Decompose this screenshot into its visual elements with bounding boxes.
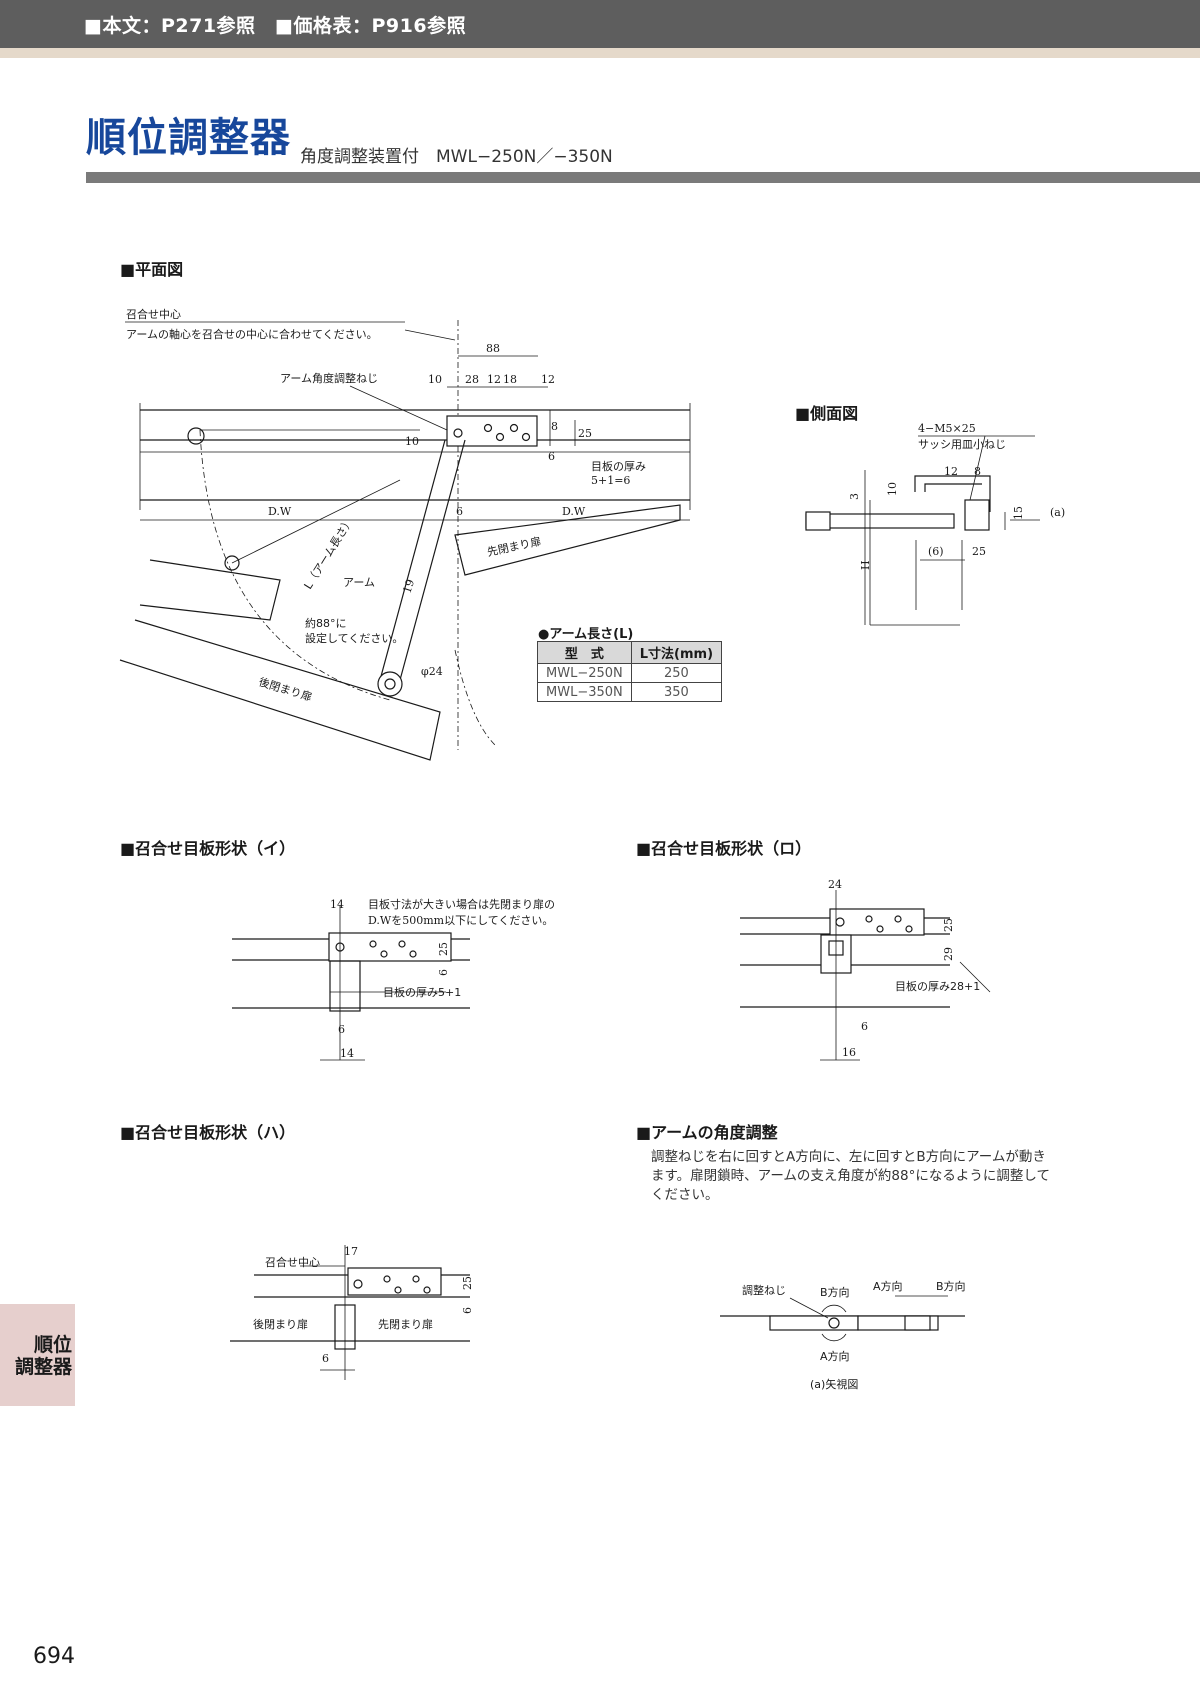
plate-i-dim-14b: 14 xyxy=(340,1047,354,1060)
plate-i-thickness: 目板の厚み5+1 xyxy=(383,985,461,999)
angle-label-caption: (a)矢視図 xyxy=(810,1377,858,1391)
plate-i-drawing: 14 目板寸法が大きい場合は先閉まり扉の D.Wを500mm以下にしてください。… xyxy=(232,897,555,1061)
plan-label-center-note: アームの軸心を召合せの中心に合わせてください。 xyxy=(126,327,378,341)
plate-i-dim-25: 25 xyxy=(437,942,450,956)
plate-i-note1: 目板寸法が大きい場合は先閉まり扉の xyxy=(368,897,555,911)
plan-dim-88: 88 xyxy=(486,342,500,355)
plan-dim-6: 6 xyxy=(548,450,555,463)
side-index-tab-label: 順位 調整器 xyxy=(4,1334,72,1378)
heading-plate-ha: ■召合せ目板形状（ハ） xyxy=(120,1123,296,1142)
plate-ro-dim-16: 16 xyxy=(842,1046,856,1059)
plate-i-note2: D.Wを500mm以下にしてください。 xyxy=(368,914,553,927)
plan-label-first-door: 先閉まり扉 xyxy=(486,535,543,559)
plate-i-dim-14: 14 xyxy=(330,898,344,911)
side-label-screw2: サッシ用皿小ねじ xyxy=(918,438,1006,451)
table-header-l: L寸法(mm) xyxy=(630,641,723,664)
side-dim-10: 10 xyxy=(886,482,899,496)
arrow-view-drawing: 調整ねじ B方向 A方向 B方向 A方向 (a)矢視図 xyxy=(720,1279,966,1391)
page-subtitle: 角度調整装置付 MWL−250N／−350N xyxy=(300,147,613,167)
side-tab-line1: 順位 xyxy=(33,1334,72,1356)
side-dim-25: 25 xyxy=(972,545,986,558)
plan-dim-10: 10 xyxy=(428,373,442,386)
header-reference-text: ■本文：P271参照 ■価格表：P916参照 xyxy=(84,15,467,37)
plan-label-center: 召合せ中心 xyxy=(126,307,181,321)
plan-dim-19: 19 xyxy=(400,578,417,595)
side-tab-line2: 調整器 xyxy=(14,1356,72,1378)
plate-ro-dim-6: 6 xyxy=(861,1020,868,1033)
table-header-model: 型 式 xyxy=(537,641,632,664)
angle-label-a1: A方向 xyxy=(873,1279,903,1293)
angle-label-a2: A方向 xyxy=(820,1349,850,1363)
plan-dim-12a: 12 xyxy=(487,373,501,386)
angle-label-b2: B方向 xyxy=(936,1279,966,1293)
plan-dim-25: 25 xyxy=(578,427,592,440)
plate-ha-dim-25: 25 xyxy=(461,1276,474,1290)
side-label-screw1: 4−M5×25 xyxy=(918,422,976,435)
heading-plate-i: ■召合せ目板形状（イ） xyxy=(120,839,296,858)
table-row: MWL−250N 250 xyxy=(537,663,723,683)
plan-label-angle-note1: 約88°に xyxy=(305,616,347,630)
heading-arm-angle: ■アームの角度調整 xyxy=(636,1123,778,1142)
plan-dim-10v: 10 xyxy=(405,435,419,448)
table-cell-l: 250 xyxy=(630,663,723,683)
table-header-row: 型 式 L寸法(mm) xyxy=(537,641,723,664)
plate-ro-thickness: 目板の厚み28+1 xyxy=(895,979,980,993)
side-view-drawing: 4−M5×25 サッシ用皿小ねじ 12 8 3 10 (a) 15 (6) 25… xyxy=(805,422,1065,626)
arm-length-caption: ●アーム長さ(L) xyxy=(538,627,634,642)
plan-label-thickness-value: 5+1=6 xyxy=(591,474,630,487)
side-dim-6: (6) xyxy=(928,545,944,558)
title-rule xyxy=(86,172,1200,183)
plan-label-screw: アーム角度調整ねじ xyxy=(280,371,378,385)
plan-label-rear-door: 後閉まり扉 xyxy=(257,674,314,703)
plan-label-thickness: 目板の厚み xyxy=(591,459,646,473)
table-row: MWL−350N 350 xyxy=(537,682,723,702)
header-accent-strip xyxy=(0,48,1200,58)
plate-ha-drawing: 召合せ中心 17 25 6 後閉まり扉 先閉まり扉 6 xyxy=(230,1245,474,1380)
plate-ha-center: 召合せ中心 xyxy=(265,1255,320,1269)
plate-ro-drawing: 24 25 29 目板の厚み28+1 6 16 xyxy=(740,878,991,1061)
arm-angle-description: 調整ねじを右に回すとA方向に、左に回すとB方向にアームが動きます。扉閉鎖時、アー… xyxy=(651,1149,1050,1203)
plan-label-arm: アーム xyxy=(343,576,375,589)
header-bar xyxy=(0,0,1200,48)
page-number: 694 xyxy=(33,1644,75,1669)
heading-side-view: ■側面図 xyxy=(795,404,859,423)
plate-ro-dim-25: 25 xyxy=(942,918,955,932)
heading-plan-view: ■平面図 xyxy=(120,260,184,279)
plate-ha-dim-6: 6 xyxy=(461,1307,474,1314)
page-title: 順位調整器 xyxy=(86,115,291,161)
side-dim-h: H xyxy=(859,560,872,570)
plan-dim-8: 8 xyxy=(551,420,558,433)
plate-ro-dim-24: 24 xyxy=(828,878,842,891)
plan-dim-28: 28 xyxy=(465,373,479,386)
table-cell-l: 350 xyxy=(630,682,723,702)
table-cell-model: MWL−350N xyxy=(537,682,632,702)
angle-label-screw: 調整ねじ xyxy=(742,1283,786,1297)
plan-label-angle-note2: 設定してください。 xyxy=(305,631,403,645)
side-index-tab[interactable] xyxy=(0,1304,75,1406)
plate-ro-dim-29: 29 xyxy=(942,947,955,961)
side-dim-3: 3 xyxy=(848,493,861,500)
angle-label-b1: B方向 xyxy=(820,1285,850,1299)
side-dim-12: 12 xyxy=(944,465,958,478)
plate-i-dim-6b: 6 xyxy=(338,1023,345,1036)
plan-dim-12b: 12 xyxy=(541,373,555,386)
table-cell-model: MWL−250N xyxy=(537,663,632,683)
plan-dim-18: 18 xyxy=(503,373,517,386)
side-dim-8: 8 xyxy=(974,465,981,478)
plan-dim-dw-right: D.W xyxy=(562,505,586,518)
side-dim-15: 15 xyxy=(1012,506,1025,520)
plate-ha-dim-6b: 6 xyxy=(322,1352,329,1365)
heading-plate-ro: ■召合せ目板形状（ロ） xyxy=(636,839,812,858)
plate-i-dim-6: 6 xyxy=(437,969,450,976)
plate-ha-dim-17: 17 xyxy=(344,1245,358,1258)
plan-dim-6b: 6 xyxy=(456,505,463,518)
plan-dim-dw-left: D.W xyxy=(268,505,292,518)
plan-dim-phi24: φ24 xyxy=(421,665,443,678)
plate-ha-rear-door: 後閉まり扉 xyxy=(253,1317,308,1331)
plate-ha-first-door: 先閉まり扉 xyxy=(378,1318,433,1331)
side-label-a: (a) xyxy=(1050,506,1065,519)
arm-length-table: 型 式 L寸法(mm) MWL−250N 250 MWL−350N 350 xyxy=(537,641,723,702)
